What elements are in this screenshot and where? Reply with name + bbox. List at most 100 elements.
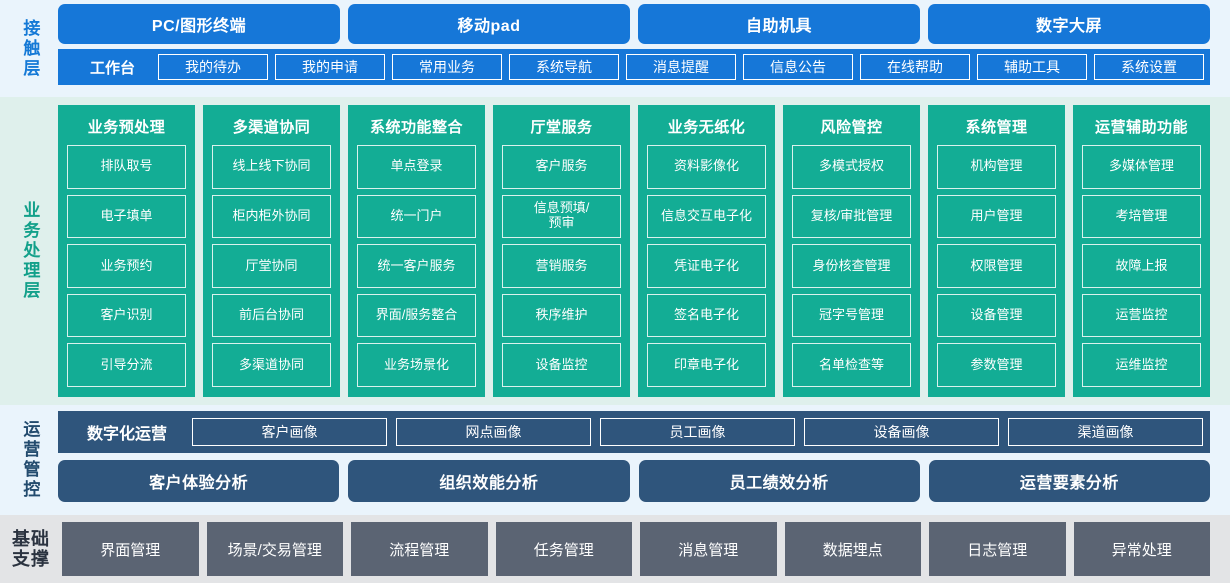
portrait-item-branch[interactable]: 网点画像 bbox=[396, 418, 592, 446]
business-item[interactable]: 冠字号管理 bbox=[792, 293, 911, 338]
business-item[interactable]: 多模式授权 bbox=[792, 145, 911, 189]
base-item-scenario-transaction-management[interactable]: 场景/交易管理 bbox=[206, 522, 343, 576]
business-item[interactable]: 前后台协同 bbox=[212, 293, 331, 338]
operations-layer-label-text: 运营管控 bbox=[20, 420, 40, 500]
operations-layer-label: 运营管控 bbox=[0, 411, 58, 509]
business-item[interactable]: 运营监控 bbox=[1082, 293, 1201, 338]
nav-item-my-todo[interactable]: 我的待办 bbox=[158, 54, 269, 80]
business-column-preprocess: 业务预处理 排队取号 电子填单 业务预约 客户识别 引导分流 bbox=[58, 105, 195, 397]
portrait-item-channel[interactable]: 渠道画像 bbox=[1008, 418, 1204, 446]
base-item-data-tracking[interactable]: 数据埋点 bbox=[784, 522, 921, 576]
operations-layer-section: 运营管控 数字化运营 客户画像 网点画像 员工画像 设备画像 渠道画像 客户体验… bbox=[0, 405, 1230, 515]
column-title: 系统管理 bbox=[965, 118, 1028, 136]
business-item[interactable]: 柜内柜外协同 bbox=[212, 194, 331, 239]
base-layer-body: 界面管理 场景/交易管理 流程管理 任务管理 消息管理 数据埋点 日志管理 异常… bbox=[62, 522, 1230, 576]
workbench-nav-bar: 工作台 我的待办 我的申请 常用业务 系统导航 消息提醒 信息公告 在线帮助 辅… bbox=[58, 49, 1210, 85]
business-item[interactable]: 凭证电子化 bbox=[647, 244, 766, 288]
business-item[interactable]: 复核/审批管理 bbox=[792, 194, 911, 239]
nav-item-message-alert[interactable]: 消息提醒 bbox=[626, 54, 737, 80]
nav-item-aux-tools[interactable]: 辅助工具 bbox=[977, 54, 1088, 80]
contact-layer-section: 接触层 PC/图形终端 移动pad 自助机具 数字大屏 工作台 我的待办 我的申… bbox=[0, 0, 1230, 97]
business-item[interactable]: 排队取号 bbox=[67, 145, 186, 189]
business-item[interactable]: 界面/服务整合 bbox=[357, 293, 476, 338]
business-item[interactable]: 秩序维护 bbox=[502, 293, 621, 338]
base-item-exception-handling[interactable]: 异常处理 bbox=[1073, 522, 1210, 576]
analysis-item-org-efficiency[interactable]: 组织效能分析 bbox=[348, 460, 630, 502]
business-item[interactable]: 业务预约 bbox=[67, 244, 186, 288]
business-item[interactable]: 信息交互电子化 bbox=[647, 194, 766, 239]
business-item[interactable]: 统一门户 bbox=[357, 194, 476, 239]
base-item-message-management[interactable]: 消息管理 bbox=[640, 522, 777, 576]
base-item-log-management[interactable]: 日志管理 bbox=[929, 522, 1066, 576]
business-item[interactable]: 运维监控 bbox=[1082, 343, 1201, 387]
column-title: 厅堂服务 bbox=[530, 118, 593, 136]
channel-button-mobile-pad[interactable]: 移动pad bbox=[348, 4, 630, 44]
portrait-item-employee[interactable]: 员工画像 bbox=[600, 418, 796, 446]
base-item-task-management[interactable]: 任务管理 bbox=[495, 522, 632, 576]
business-layer-section: 业务处理层 业务预处理 排队取号 电子填单 业务预约 客户识别 引导分流 多渠道… bbox=[0, 97, 1230, 405]
business-columns: 业务预处理 排队取号 电子填单 业务预约 客户识别 引导分流 多渠道协同 线上线… bbox=[58, 105, 1230, 397]
contact-layer-label-text: 接触层 bbox=[20, 18, 40, 79]
business-item[interactable]: 资料影像化 bbox=[647, 145, 766, 189]
business-item[interactable]: 客户识别 bbox=[67, 293, 186, 338]
business-item[interactable]: 签名电子化 bbox=[647, 293, 766, 338]
business-column-system-integration: 系统功能整合 单点登录 统一门户 统一客户服务 界面/服务整合 业务场景化 bbox=[348, 105, 485, 397]
channel-button-pc[interactable]: PC/图形终端 bbox=[58, 4, 340, 44]
business-item[interactable]: 身份核查管理 bbox=[792, 244, 911, 288]
business-item[interactable]: 权限管理 bbox=[937, 244, 1056, 288]
column-title: 多渠道协同 bbox=[232, 118, 311, 136]
channel-button-digital-screen[interactable]: 数字大屏 bbox=[928, 4, 1210, 44]
business-column-multichannel: 多渠道协同 线上线下协同 柜内柜外协同 厅堂协同 前后台协同 多渠道协同 bbox=[203, 105, 340, 397]
business-item[interactable]: 信息预填/ 预审 bbox=[502, 194, 621, 239]
business-item[interactable]: 参数管理 bbox=[937, 343, 1056, 387]
portrait-item-customer[interactable]: 客户画像 bbox=[192, 418, 388, 446]
analysis-item-ops-factors[interactable]: 运营要素分析 bbox=[928, 460, 1210, 502]
column-title: 业务无纸化 bbox=[667, 118, 746, 136]
column-title: 风险管控 bbox=[820, 118, 883, 136]
business-item[interactable]: 统一客户服务 bbox=[357, 244, 476, 288]
base-item-process-management[interactable]: 流程管理 bbox=[351, 522, 488, 576]
nav-item-system-settings[interactable]: 系统设置 bbox=[1094, 54, 1205, 80]
business-column-risk-control: 风险管控 多模式授权 复核/审批管理 身份核查管理 冠字号管理 名单检查等 bbox=[783, 105, 920, 397]
business-item[interactable]: 印章电子化 bbox=[647, 343, 766, 387]
business-item[interactable]: 多媒体管理 bbox=[1082, 145, 1201, 189]
base-layer-label-line2: 支撑 bbox=[12, 549, 50, 569]
nav-item-my-application[interactable]: 我的申请 bbox=[275, 54, 386, 80]
nav-item-online-help[interactable]: 在线帮助 bbox=[860, 54, 971, 80]
business-item[interactable]: 厅堂协同 bbox=[212, 244, 331, 288]
base-layer-label: 基础 支撑 bbox=[0, 522, 62, 576]
business-item[interactable]: 单点登录 bbox=[357, 145, 476, 189]
business-item[interactable]: 设备监控 bbox=[502, 343, 621, 387]
digital-operations-title: 数字化运营 bbox=[87, 426, 168, 443]
business-item[interactable]: 营销服务 bbox=[502, 244, 621, 288]
nav-item-announcement[interactable]: 信息公告 bbox=[743, 54, 854, 80]
business-item[interactable]: 故障上报 bbox=[1082, 244, 1201, 288]
business-item[interactable]: 多渠道协同 bbox=[212, 343, 331, 387]
business-item[interactable]: 考培管理 bbox=[1082, 194, 1201, 239]
portrait-item-device[interactable]: 设备画像 bbox=[804, 418, 1000, 446]
business-column-system-management: 系统管理 机构管理 用户管理 权限管理 设备管理 参数管理 bbox=[928, 105, 1065, 397]
analysis-item-employee-performance[interactable]: 员工绩效分析 bbox=[638, 460, 920, 502]
nav-item-system-navigation[interactable]: 系统导航 bbox=[509, 54, 620, 80]
business-column-ops-support: 运营辅助功能 多媒体管理 考培管理 故障上报 运营监控 运维监控 bbox=[1073, 105, 1210, 397]
business-item[interactable]: 用户管理 bbox=[937, 194, 1056, 239]
business-layer-label: 业务处理层 bbox=[0, 105, 58, 397]
business-item[interactable]: 业务场景化 bbox=[357, 343, 476, 387]
business-item[interactable]: 机构管理 bbox=[937, 145, 1056, 189]
business-item[interactable]: 客户服务 bbox=[502, 145, 621, 189]
business-item[interactable]: 电子填单 bbox=[67, 194, 186, 239]
analysis-item-customer-experience[interactable]: 客户体验分析 bbox=[58, 460, 340, 502]
business-layer-label-text: 业务处理层 bbox=[20, 201, 40, 301]
business-item[interactable]: 引导分流 bbox=[67, 343, 186, 387]
column-title: 运营辅助功能 bbox=[1094, 118, 1188, 136]
business-item[interactable]: 名单检查等 bbox=[792, 343, 911, 387]
column-title: 系统功能整合 bbox=[369, 118, 463, 136]
base-item-ui-management[interactable]: 界面管理 bbox=[62, 522, 199, 576]
business-item[interactable]: 设备管理 bbox=[937, 293, 1056, 338]
channel-button-self-service[interactable]: 自助机具 bbox=[638, 4, 920, 44]
business-item[interactable]: 线上线下协同 bbox=[212, 145, 331, 189]
digital-operations-row: 数字化运营 客户画像 网点画像 员工画像 设备画像 渠道画像 bbox=[58, 411, 1210, 453]
nav-item-common-business[interactable]: 常用业务 bbox=[392, 54, 503, 80]
base-layer-section: 基础 支撑 界面管理 场景/交易管理 流程管理 任务管理 消息管理 数据埋点 日… bbox=[0, 515, 1230, 583]
